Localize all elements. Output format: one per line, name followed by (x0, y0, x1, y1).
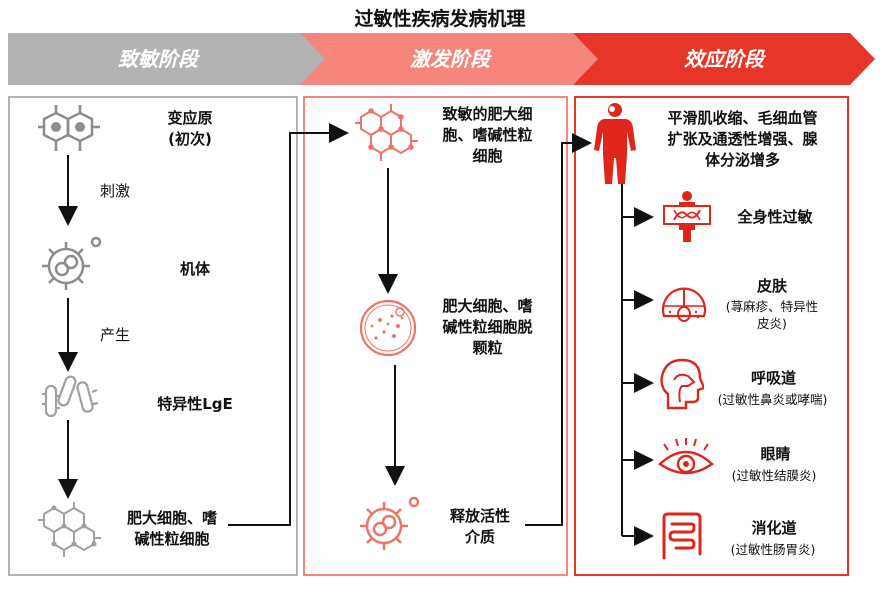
ige-antibody-icon (42, 375, 99, 418)
page-title: 过敏性疾病发病机理 (354, 8, 526, 30)
respiratory-label: 呼吸道 (750, 369, 796, 387)
mast-cell-gray-icon (38, 502, 101, 557)
systemic-label: 全身性过敏 (737, 208, 813, 226)
respiratory-sub-label: (过敏性鼻炎或哮喘) (717, 392, 828, 407)
degranulating-cell-icon (359, 299, 417, 357)
stage-banner-effect: 效应阶段 (573, 33, 875, 85)
allergen-label: 变应原 (初次) (167, 109, 213, 148)
human-body-icon (594, 103, 636, 184)
eye-sub-label: (过敏性结膜炎) (731, 468, 817, 483)
produce-label: 产生 (100, 326, 131, 344)
skin-icon (661, 287, 707, 322)
stage-banner-sensitization: 致敏阶段 (8, 33, 333, 85)
ige-label: 特异性LgE (157, 395, 233, 413)
systemic-body-icon (663, 191, 711, 242)
active-mediator-icon (360, 496, 420, 550)
stage-banner-excitation: 激发阶段 (300, 33, 600, 85)
digestive-label: 消化道 (751, 519, 797, 537)
panel-sensitization (8, 96, 298, 576)
release-mediator-label: 释放活性 介质 (449, 507, 510, 546)
skin-sub-label: (荨麻疹、特异性 皮炎) (725, 299, 819, 331)
sensitized-cell-label: 致敏的肥大细 胞、嗜碱性粒 细胞 (442, 105, 533, 165)
skin-label: 皮肤 (756, 277, 787, 295)
banner-arrow-shape (300, 33, 600, 85)
banner-arrow-shape (8, 33, 333, 85)
stage-label-excitation: 激发阶段 (410, 47, 490, 71)
degranulation-label: 肥大细胞、嗜 碱性粒细胞脱 颗粒 (442, 297, 533, 357)
panel-excitation (303, 96, 568, 576)
sensitized-mast-cell-icon (355, 104, 418, 161)
respiratory-head-icon (660, 358, 704, 410)
stage-label-sensitization: 致敏阶段 (118, 47, 198, 71)
eye-label: 眼睛 (760, 445, 791, 463)
panel-effect (574, 96, 849, 576)
body-label: 机体 (179, 260, 210, 278)
allergen-icon (38, 105, 100, 151)
intestine-icon (662, 512, 702, 560)
effect-label: 平滑肌收缩、毛细血管 扩张及通透性增强、腺 体分泌增多 (667, 109, 818, 169)
stimulate-label: 刺激 (100, 182, 131, 200)
banner-arrow-shape (573, 33, 875, 85)
body-cell-icon (42, 236, 102, 290)
eye-icon (658, 438, 714, 475)
mast-cell-label-col1: 肥大细胞、嗜 碱性粒细胞 (126, 509, 217, 548)
stage-label-effect: 效应阶段 (684, 47, 764, 71)
digestive-sub-label: (过敏性肠胃炎) (730, 542, 816, 557)
